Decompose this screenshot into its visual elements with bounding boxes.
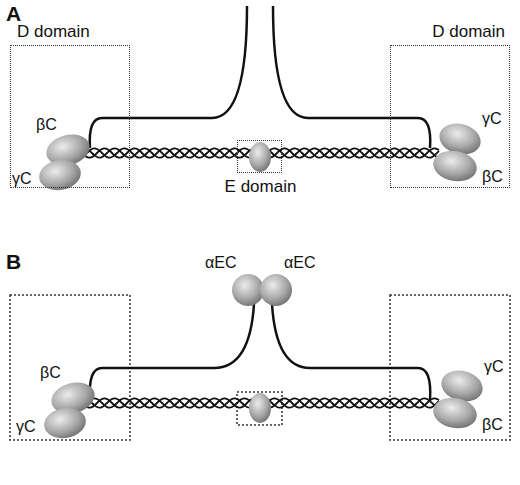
e-globule (249, 393, 271, 423)
globule-label: γC (16, 418, 36, 436)
alpha-chain (90, 304, 254, 400)
panel-letter: A (6, 2, 21, 26)
e-domain-box (237, 392, 282, 425)
domain-label: D domain (432, 22, 505, 42)
alpha-e-c-globule (260, 274, 292, 306)
globule-label: αEC (205, 254, 236, 272)
panel-letter: B (6, 250, 21, 274)
globule-label: αEC (284, 254, 315, 272)
beta-c-globule (431, 394, 480, 431)
alpha-chain (90, 6, 247, 148)
alpha-chain (272, 304, 430, 400)
beta-c-globule (431, 147, 480, 184)
globule-label: γC (484, 358, 504, 376)
globule-label: βC (482, 416, 503, 434)
globule-label: βC (36, 116, 57, 134)
globule-label: γC (12, 170, 32, 188)
domain-label: E domain (225, 177, 297, 197)
e-domain-box: E domain (237, 140, 282, 173)
alpha-e-c-globule (232, 274, 264, 306)
coiled-coil (82, 148, 439, 408)
e-globule (249, 142, 271, 172)
globule-label: βC (482, 168, 503, 186)
gamma-c-globule (42, 405, 89, 442)
globule-label: γC (482, 110, 502, 128)
d-domain-box: D domain (10, 45, 130, 188)
globule-label: βC (40, 364, 61, 382)
alpha-chain (273, 6, 430, 148)
domain-label: D domain (17, 22, 90, 42)
